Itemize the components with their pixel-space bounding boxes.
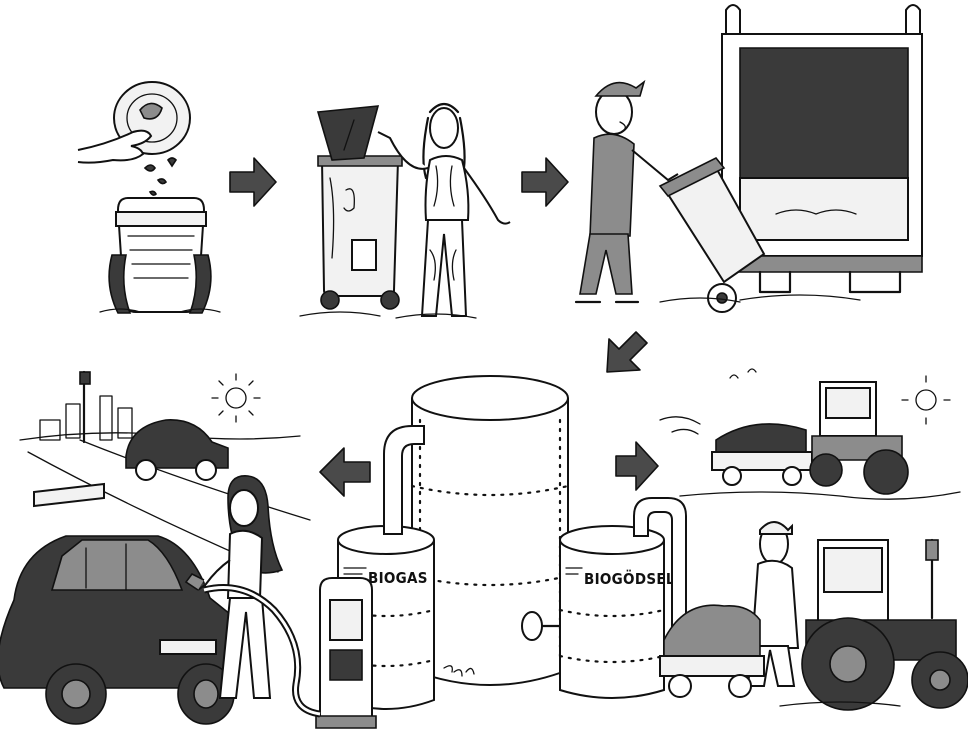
fertilizer-trailer bbox=[663, 604, 761, 661]
biogas-fuel-scene bbox=[0, 370, 321, 725]
flow-arrow-4 bbox=[319, 447, 371, 497]
waste-bin-scene bbox=[299, 102, 511, 319]
woman-head bbox=[429, 107, 459, 149]
food-waste-caddy-scene bbox=[77, 81, 221, 314]
biofertilizer-tank bbox=[559, 540, 665, 699]
flow-arrow-2 bbox=[521, 157, 569, 207]
flow-arrow-3 bbox=[606, 331, 648, 373]
biogas-plant: BIOGAS BIOGÖDSEL bbox=[315, 375, 687, 729]
collection-truck-scene bbox=[574, 4, 923, 313]
biofertilizer-farm-scene bbox=[659, 368, 968, 711]
sun-icon bbox=[211, 373, 261, 423]
digester-tank bbox=[411, 398, 569, 686]
biogas-label: BIOGAS bbox=[368, 569, 428, 587]
flow-arrow-1 bbox=[229, 157, 277, 207]
woman-refuelling-head bbox=[229, 489, 259, 527]
hand bbox=[77, 129, 153, 164]
sun-icon-2 bbox=[901, 375, 951, 425]
biogodsel-label: BIOGÖDSEL bbox=[584, 569, 675, 588]
flow-arrow-5 bbox=[615, 441, 659, 491]
